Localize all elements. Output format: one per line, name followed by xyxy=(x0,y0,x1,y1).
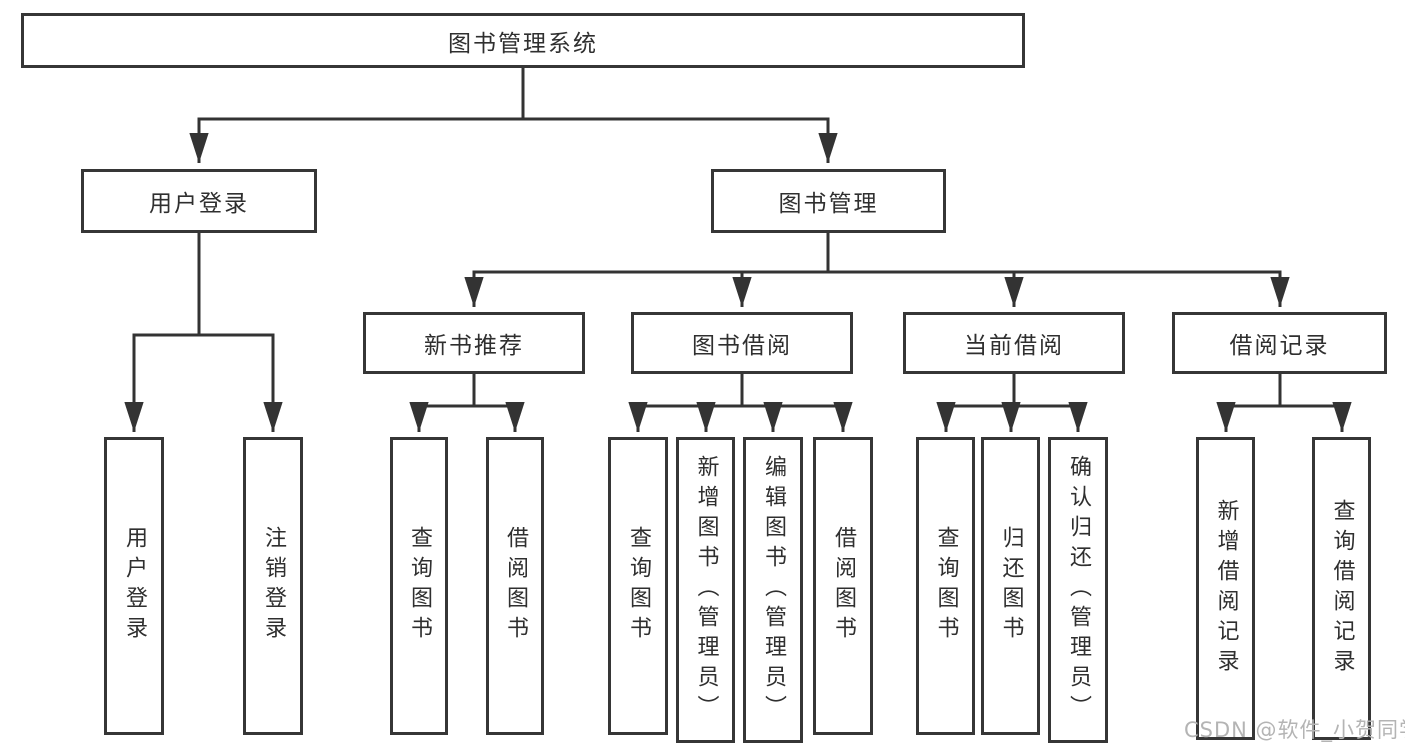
node-root: 图书管理系统 xyxy=(21,13,1025,68)
leaf-query-book-borrow: 查询图书 xyxy=(608,437,668,735)
node-book-management: 图书管理 xyxy=(711,169,946,233)
leaf-query-book-recommend: 查询图书 xyxy=(390,437,448,735)
node-borrow-record: 借阅记录 xyxy=(1172,312,1387,374)
leaf-return-book: 归还图书 xyxy=(981,437,1040,735)
leaf-edit-book-admin: 编辑图书（管理员） xyxy=(743,437,803,743)
node-current-borrow: 当前借阅 xyxy=(903,312,1125,374)
node-book-borrow: 图书借阅 xyxy=(631,312,853,374)
leaf-borrow-book: 借阅图书 xyxy=(813,437,873,735)
leaf-user-login: 用户登录 xyxy=(104,437,164,735)
watermark: CSDN @软件_小贺同学 xyxy=(1184,718,1405,742)
node-user-login: 用户登录 xyxy=(81,169,317,233)
leaf-borrow-book-recommend: 借阅图书 xyxy=(486,437,544,735)
leaf-add-book-admin: 新增图书（管理员） xyxy=(676,437,735,743)
leaf-confirm-return-admin: 确认归还（管理员） xyxy=(1048,437,1108,743)
node-new-book-recommend: 新书推荐 xyxy=(363,312,585,374)
leaf-query-book-current: 查询图书 xyxy=(916,437,975,735)
leaf-query-borrow-record: 查询借阅记录 xyxy=(1312,437,1371,740)
leaf-add-borrow-record: 新增借阅记录 xyxy=(1196,437,1255,740)
leaf-logout: 注销登录 xyxy=(243,437,303,735)
